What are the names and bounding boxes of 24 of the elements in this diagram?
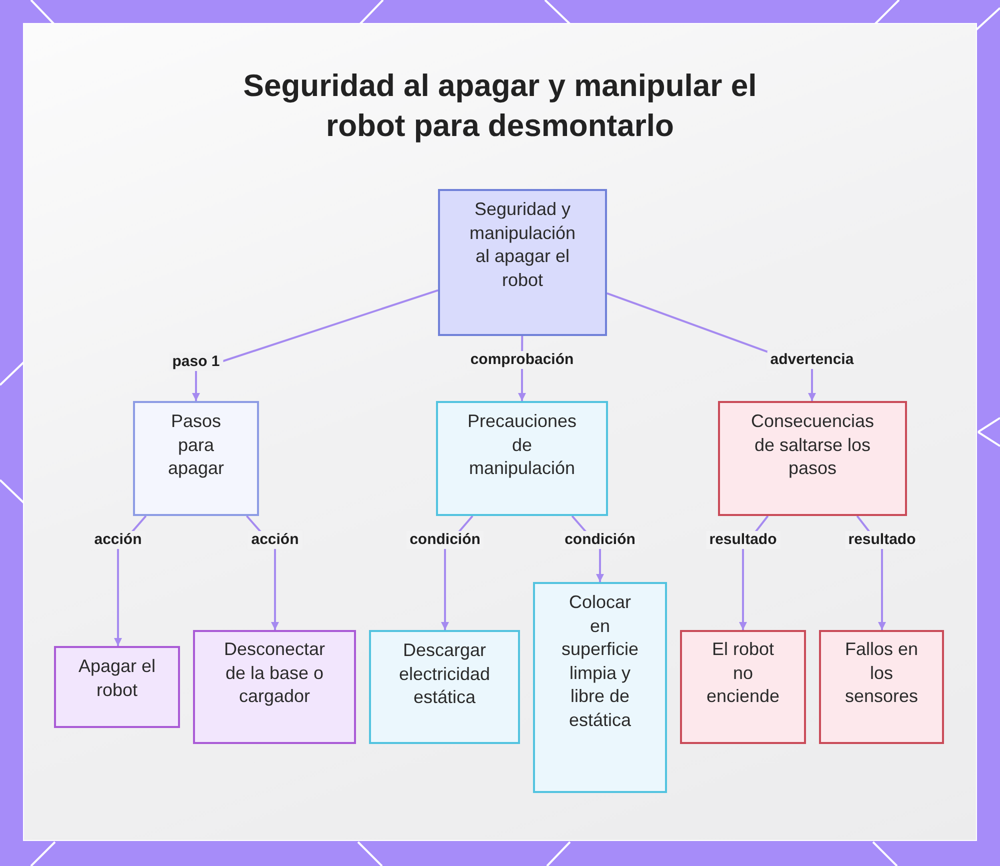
detail-box: [193, 630, 356, 744]
category-box: [819, 630, 944, 744]
edge-label: resultado: [845, 531, 919, 549]
category-box: [680, 630, 806, 744]
box-text: Desconectar de la base o cargador: [222, 638, 326, 708]
box-text: Fallos en los sensores: [844, 638, 920, 708]
diagram-title: Seguridad al apagar y manipular el robot para desmontarlo: [242, 67, 758, 145]
box-text: El robot no enciende: [705, 638, 781, 708]
box-text: Pasos para apagar: [166, 410, 226, 480]
edge-label: advertencia: [767, 351, 857, 369]
detail-box: [54, 646, 180, 728]
category-box: [436, 401, 608, 516]
box-text: Consecuencias de saltarse los pasos: [750, 410, 876, 480]
category-box: [133, 401, 259, 516]
category-box: [369, 630, 520, 744]
box-text: Precauciones de manipulación: [466, 410, 578, 480]
box-text: Colocar en superficie limpia y libre de estática: [560, 591, 640, 732]
category-box: [533, 582, 667, 793]
box-text: Seguridad y manipulación al apagar el robot: [468, 198, 577, 292]
box-text: Descargar electricidad estática: [398, 639, 492, 709]
category-box: [718, 401, 907, 516]
connector-arrow: [192, 289, 438, 401]
box-text: Apagar el robot: [77, 655, 157, 702]
topic-box: [438, 189, 607, 336]
